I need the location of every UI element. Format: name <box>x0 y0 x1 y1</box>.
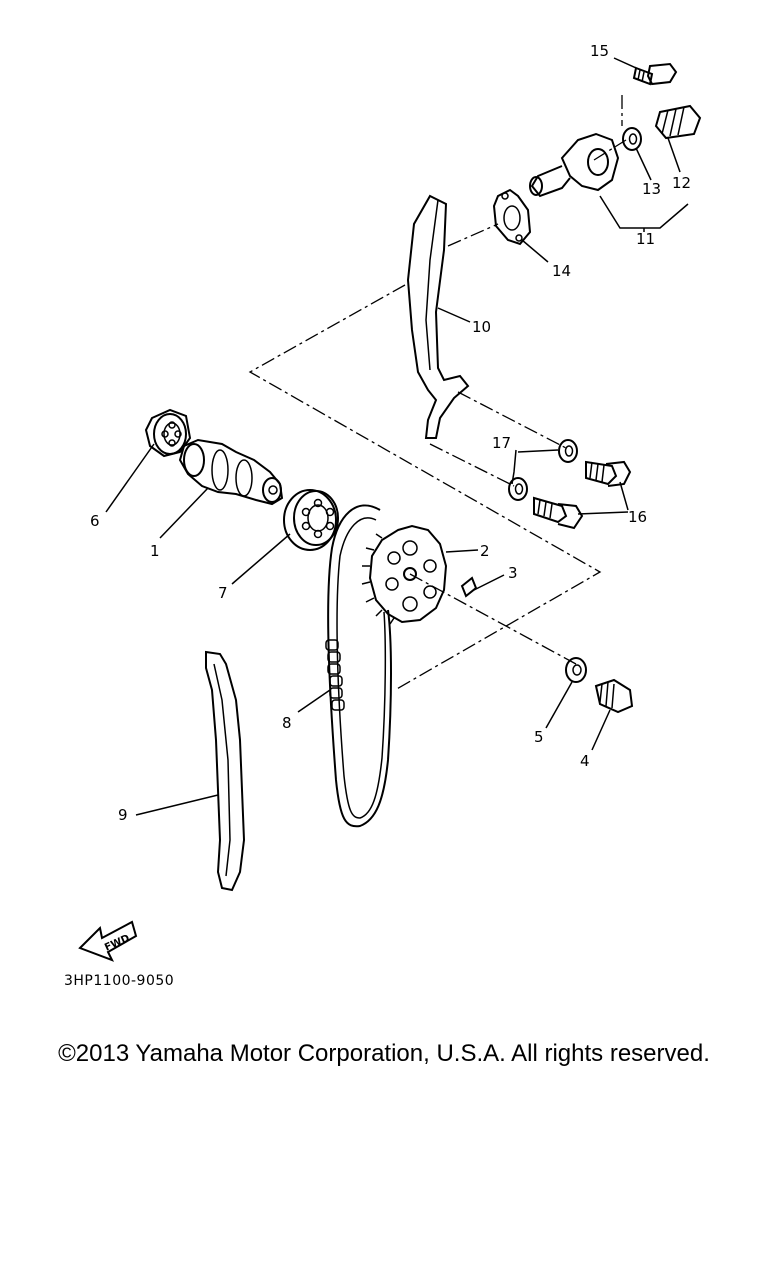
leader-lines <box>105 57 689 816</box>
centerline <box>593 139 627 161</box>
callout-14: 14 <box>552 262 571 280</box>
chain-guide-10-icon <box>406 194 470 439</box>
callout-7: 7 <box>218 584 228 602</box>
cam-chain-8-icon <box>325 504 392 828</box>
bearing-6-icon <box>144 408 192 458</box>
callout-1: 1 <box>150 542 160 560</box>
parts-diagram: 15 12 13 11 14 10 17 16 6 1 7 2 3 8 5 4 … <box>78 42 702 962</box>
fwd-arrow-icon: FWD <box>78 920 138 962</box>
centerline <box>457 391 567 449</box>
callout-4: 4 <box>580 752 590 770</box>
dowel-pin-3-icon <box>460 576 478 598</box>
bolt-12-icon <box>654 104 702 140</box>
callout-8: 8 <box>282 714 292 732</box>
copyright-notice: ©2013 Yamaha Motor Corporation, U.S.A. A… <box>58 1040 710 1067</box>
centerline <box>409 573 577 665</box>
tensioner-11-icon <box>529 132 620 198</box>
callout-12: 12 <box>672 174 691 192</box>
callout-16: 16 <box>628 508 647 526</box>
washer-5-icon <box>565 657 587 683</box>
reference-plane-outline <box>248 284 602 691</box>
callout-3: 3 <box>508 564 518 582</box>
washer-17-icon <box>508 439 578 501</box>
gasket-14-icon <box>492 188 532 246</box>
callout-5: 5 <box>534 728 544 746</box>
callout-10: 10 <box>472 318 491 336</box>
bolt-16-icon <box>533 460 632 530</box>
callout-9: 9 <box>118 806 128 824</box>
callout-11: 11 <box>636 230 655 248</box>
diagram-code: 3HP1100-9050 <box>64 973 175 989</box>
chain-guide-9-icon <box>205 650 246 892</box>
cam-sprocket-2-icon <box>361 524 448 625</box>
bolt-15-icon <box>632 62 678 86</box>
camshaft-1-icon <box>178 438 284 506</box>
bolt-4-icon <box>594 678 634 714</box>
callout-15: 15 <box>590 42 609 60</box>
callout-2: 2 <box>480 542 490 560</box>
bearing-7-icon <box>283 489 339 551</box>
washer-13-icon <box>622 127 642 151</box>
callout-13: 13 <box>642 180 661 198</box>
centerline <box>447 223 499 247</box>
callout-6: 6 <box>90 512 100 530</box>
callout-17: 17 <box>492 434 511 452</box>
centerline <box>429 443 515 487</box>
